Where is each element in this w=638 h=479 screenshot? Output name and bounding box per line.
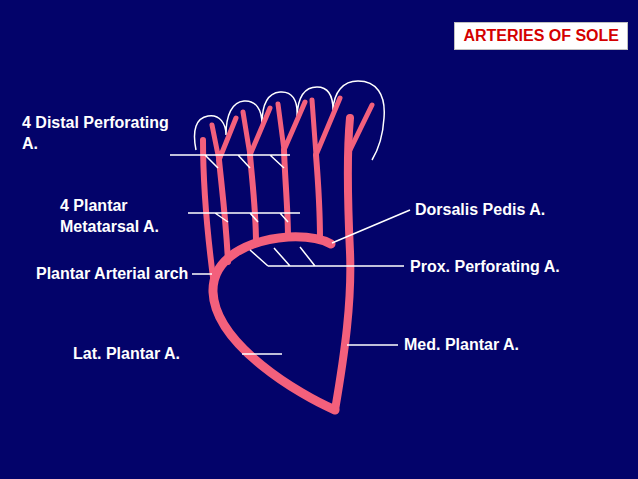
digital-artery [243,108,270,155]
leader-line [188,213,300,222]
lateral-plantar-artery [213,237,335,410]
part-label: Med. Plantar A. [404,334,624,355]
metatarsal-artery [219,160,228,262]
part-label: Plantar Arterial arch [36,263,196,284]
metatarsal-artery [284,150,288,238]
arteries [203,98,372,410]
leader-line [250,247,404,266]
leader-line [192,273,212,275]
digital-artery [278,102,305,150]
medial-plantar-artery [335,118,350,410]
part-label: Prox. Perforating A. [410,256,630,277]
leader-line [332,210,410,243]
part-label: 4 Distal Perforating A. [22,112,172,154]
digital-artery [312,98,340,155]
part-label: 4 Plantar Metatarsal A. [60,195,190,237]
part-label: Dorsalis Pedis A. [415,199,625,220]
digital-artery [350,105,372,150]
metatarsal-artery [250,155,256,244]
leader-line [242,353,282,355]
title-box: ARTERIES OF SOLE [454,22,628,50]
leader-lines [170,155,410,354]
part-label: Lat. Plantar A. [73,343,243,364]
leader-line [347,344,398,346]
digital-artery [212,118,236,160]
metatarsal-artery [316,155,320,240]
leader-line [170,155,290,168]
toe-outline [195,81,385,160]
